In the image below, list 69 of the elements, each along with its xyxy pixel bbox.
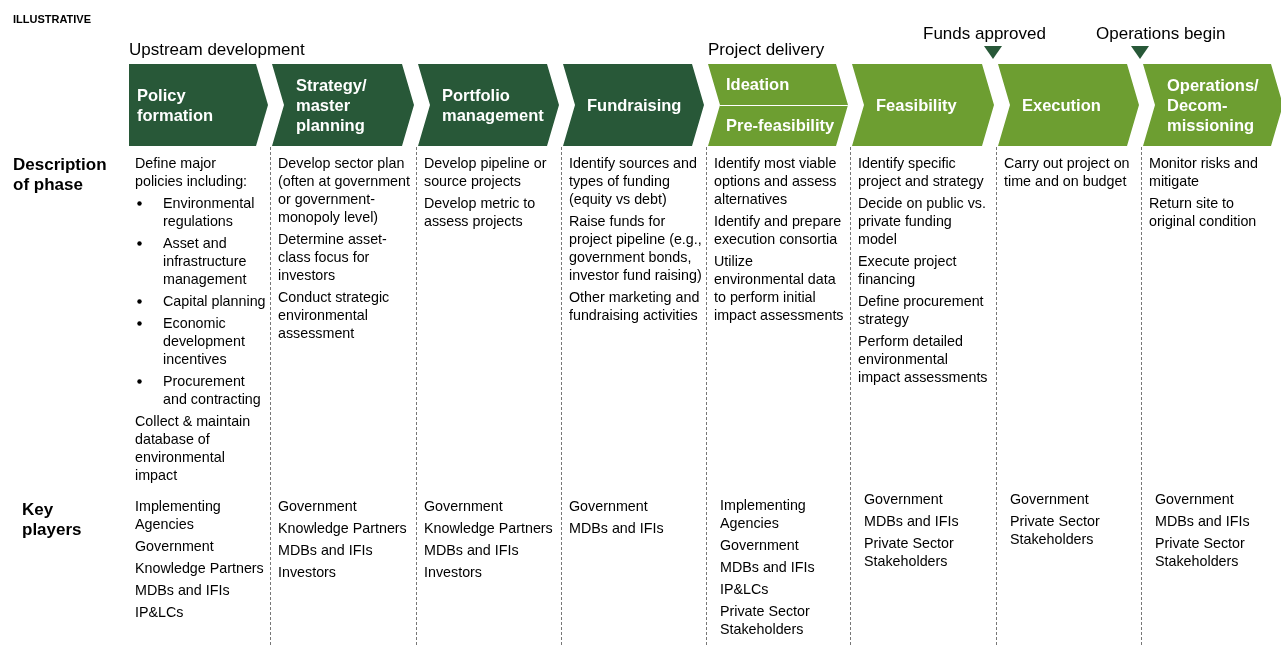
description-text: Asset and infrastructure management (135, 234, 266, 288)
phase-header: Portfolio management (418, 64, 559, 146)
tag-label: ILLUSTRATIVE (13, 12, 91, 26)
player-name: Government (569, 497, 649, 515)
player-name: Implementing Agencies (720, 496, 807, 532)
player-name: MDBs and IFIs (1155, 512, 1251, 530)
description-text: Determine asset-class focus for investors (278, 230, 388, 284)
stage-heading: Project delivery (708, 40, 825, 60)
description-text: Execute project financing (858, 252, 958, 288)
milestone-label: Funds approved (923, 24, 1046, 44)
description-text: Perform detailed environmental impact assessments (858, 332, 989, 386)
player-name: MDBs and IFIs (424, 541, 520, 559)
description-text: Other marketing and fundraising activities (569, 288, 701, 324)
description-text: Develop pipeline or source projects (424, 154, 548, 190)
stage-heading: Upstream development (129, 40, 305, 60)
player-name: Knowledge Partners (424, 519, 554, 537)
description-text: Conduct strategic environmental assessment (278, 288, 391, 342)
player-name: Investors (424, 563, 483, 581)
description-text: Return site to original condition (1149, 194, 1258, 230)
player-name: Private Sector Stakeholders (1010, 512, 1101, 548)
player-name: MDBs and IFIs (569, 519, 665, 537)
description-text: Identify most viable options and assess alternatives (714, 154, 838, 208)
phase-header: Fundraising (563, 64, 704, 146)
player-name: IP&LCs (135, 603, 185, 621)
description-text: Carry out project on time and on budget (1004, 154, 1131, 190)
description-text: Develop sector plan (often at government or government-monopoly level) (278, 154, 411, 226)
player-name: MDBs and IFIs (135, 581, 231, 599)
player-name: MDBs and IFIs (278, 541, 374, 559)
player-name: Government (1010, 490, 1090, 508)
player-name: Private Sector Stakeholders (1155, 534, 1246, 570)
player-name: Government (864, 490, 944, 508)
description-text: Collect & maintain database of environmental impact (135, 412, 252, 484)
player-name: Private Sector Stakeholders (720, 602, 811, 638)
player-name: Government (424, 497, 504, 515)
description-text: Capital planning (135, 292, 266, 310)
description-text: Define procurement strategy (858, 292, 985, 328)
player-name: Knowledge Partners (278, 519, 408, 537)
phase-header: Execution (998, 64, 1139, 146)
description-text: Procurement and contracting (135, 372, 266, 408)
row-heading: Description of phase (13, 155, 108, 195)
player-name: Government (135, 537, 215, 555)
player-name: Government (278, 497, 358, 515)
player-name: MDBs and IFIs (864, 512, 960, 530)
player-name: MDBs and IFIs (720, 558, 816, 576)
player-name: Government (1155, 490, 1235, 508)
description-text: Identify and prepare execution consortia (714, 212, 843, 248)
player-name: Knowledge Partners (135, 559, 265, 577)
description-text: Decide on public vs. private funding model (858, 194, 987, 248)
description-text: Utilize environmental data to perform initial impact assessments (714, 252, 845, 324)
player-name: Investors (278, 563, 337, 581)
description-text: Environmental regulations (135, 194, 266, 230)
phase-header: Policy formation (129, 64, 268, 146)
phase-header: Strategy/ master planning (272, 64, 414, 146)
row-heading: Key players (22, 500, 83, 540)
phase-header: Feasibility (852, 64, 994, 146)
description-text: Monitor risks and mitigate (1149, 154, 1259, 190)
player-name: Implementing Agencies (135, 497, 222, 533)
description-text: Define major policies including: (135, 154, 249, 190)
milestone-label: Operations begin (1096, 24, 1226, 44)
description-text: Identify sources and types of funding (equity vs debt) (569, 154, 698, 208)
player-name: Private Sector Stakeholders (864, 534, 955, 570)
description-text: Identify specific project and strategy (858, 154, 985, 190)
description-text: Develop metric to assess projects (424, 194, 537, 230)
description-text: Economic development incentives (135, 314, 266, 368)
phase-header: Operations/ Decom-missioning (1143, 64, 1281, 146)
player-name: IP&LCs (720, 580, 770, 598)
description-text: Raise funds for project pipeline (e.g., government bonds, investor fund raising) (569, 212, 702, 284)
phase-header: Ideation Pre-feasibility (708, 64, 848, 146)
player-name: Government (720, 536, 800, 554)
